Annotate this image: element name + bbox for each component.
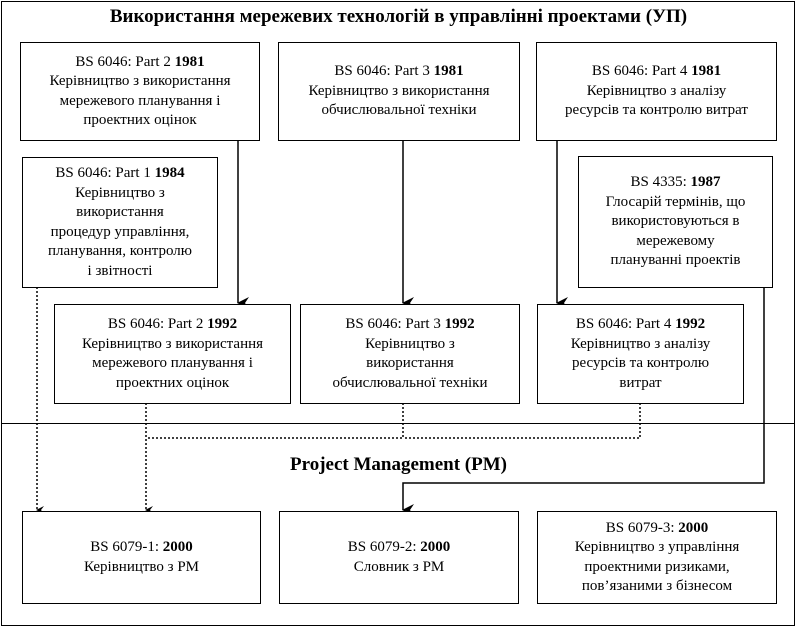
standard-code: BS 6079-2: [347, 539, 421, 555]
standard-code: BS 6046: Part 3 [345, 316, 445, 332]
standard-year: 1992 [207, 316, 238, 332]
dotted-c3-join [403, 403, 641, 439]
standard-description-line: Керівництво з [365, 335, 455, 352]
standard-description-line: і звітності [87, 262, 153, 279]
standard-description-line: витрат [619, 374, 662, 391]
title-project-management: Project Management (PM) [290, 454, 507, 475]
standard-code-line: BS 6046: Part 2 1981 [75, 53, 204, 73]
standard-year: 1984 [154, 165, 185, 181]
standard-code: BS 6046: Part 2 [107, 316, 208, 332]
dotted-c2-c3-join [146, 403, 404, 439]
standard-code-line: BS 6046: Part 4 1992 [576, 315, 705, 335]
standard-description-line: обчислювальної техніки [321, 102, 477, 119]
standard-description-line: обчислювальної техніки [332, 374, 488, 391]
standard-description-line: Керівництво з аналізу [586, 82, 727, 99]
standard-description-line: проектними ризиками, [584, 558, 730, 575]
standard-description-line: ресурсів та контролю [571, 355, 710, 371]
standard-code: BS 6079-1: [90, 539, 163, 555]
standard-code: BS 6046: Part 4 [575, 316, 676, 332]
standard-description-line: ресурсів та контролю витрат [564, 102, 748, 119]
standard-year: 1981 [174, 53, 205, 70]
standard-code: BS 4335: [630, 174, 691, 191]
standard-code: BS 6046: Part 2 [75, 53, 175, 70]
standard-year: 1981 [433, 63, 464, 80]
standard-description-line: пов’язаними з бізнесом [581, 578, 733, 594]
standard-year: 1992 [444, 316, 475, 332]
standard-code-line: BS 4335: 1987 [630, 173, 720, 193]
standard-description-line: проектних оцінок [115, 374, 230, 391]
standard-description-line: Керівництво з аналізу [570, 335, 711, 352]
standard-description-line: процедур управління, [50, 223, 190, 240]
standard-description-line: Керівництво з використання [308, 82, 490, 99]
standard-description-line: Керівництво з управління [574, 539, 740, 555]
standard-code-line: BS 6046: Part 3 1981 [334, 62, 463, 82]
standard-description-line: мережевому [636, 232, 715, 249]
standard-code-line: BS 6046: Part 3 1992 [345, 315, 474, 335]
standard-code: BS 6046: Part 4 [591, 63, 692, 80]
standard-description-line: планування, контролю [48, 243, 192, 259]
standard-description-line: мережевого планування і [59, 92, 221, 109]
standard-code-line: BS 6079-2: 2000 [348, 538, 451, 558]
standard-code: BS 6046: Part 3 [334, 63, 434, 80]
standard-code-line: BS 6046: Part 4 1981 [592, 62, 721, 82]
standard-year: 2000 [162, 539, 193, 555]
standard-description-line: мережевого планування і [92, 355, 253, 371]
standard-description-line: Керівництво з використання [81, 335, 264, 352]
standard-code: BS 6046: Part 1 [55, 165, 155, 181]
section-divider [1, 423, 795, 424]
title-network-technologies: Використання мережевих технологій в упра… [109, 6, 688, 27]
standard-year: 1992 [675, 316, 706, 332]
standard-code-line: BS 6079-1: 2000 [90, 538, 193, 558]
standard-year: 1981 [691, 63, 722, 80]
standard-year: 2000 [678, 519, 709, 536]
standard-description-line: Керівництво з використання [49, 73, 231, 89]
standard-year: 1987 [690, 174, 721, 191]
standard-code: BS 6079-3: [605, 519, 679, 536]
standard-description-line: проектних оцінок [83, 112, 197, 128]
standard-code-line: BS 6046: Part 1 1984 [55, 164, 184, 184]
standard-description-line: використання [76, 204, 164, 220]
standard-description-line: Керівництво з [75, 184, 165, 201]
arrow-b2-d2 [402, 287, 765, 516]
standard-description-line: Керівництво з PM [83, 558, 200, 575]
standard-code-line: BS 6079-3: 2000 [606, 519, 709, 539]
standard-code-line: BS 6046: Part 2 1992 [108, 315, 237, 335]
standard-description-line: Словник з PM [353, 558, 445, 575]
standard-description-line: використовуються в [611, 213, 740, 230]
standard-year: 2000 [420, 539, 451, 555]
standard-description-line: Глосарій термінів, що [605, 193, 746, 210]
standard-description-line: використання [366, 355, 454, 371]
standard-description-line: плануванні проектів [610, 252, 741, 269]
